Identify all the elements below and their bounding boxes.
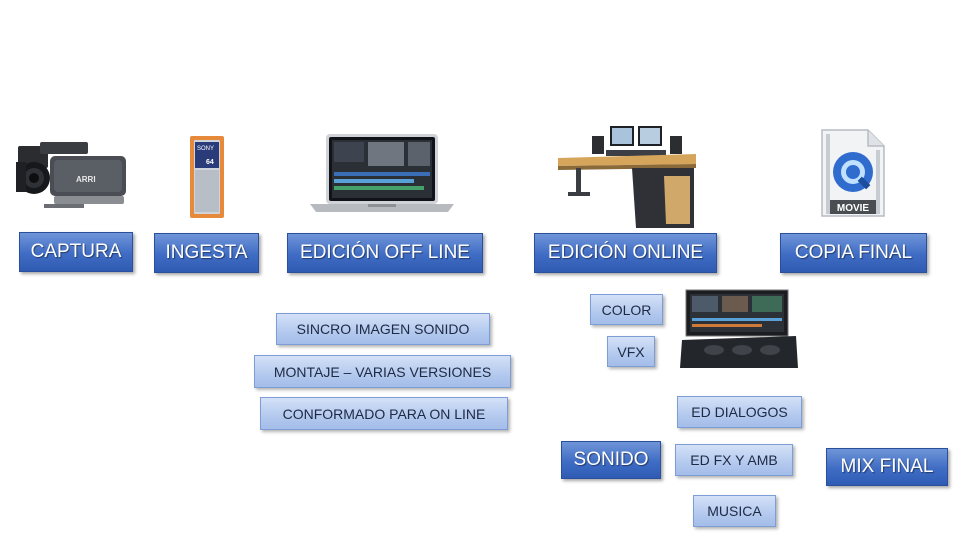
task-mix-final[interactable]: MIX FINAL: [826, 448, 948, 486]
task-ed-dialogos[interactable]: ED DIALOGOS: [677, 396, 802, 428]
card-capacity-label: 64: [206, 159, 214, 166]
laptop-image: [310, 134, 454, 212]
task-conformado-para-on-line[interactable]: CONFORMADO PARA ON LINE: [260, 397, 508, 430]
movie-file-icon: MOVIE: [821, 129, 885, 217]
color-panel-image: [680, 289, 798, 368]
stage-edicion-online[interactable]: EDICIÓN ONLINE: [534, 233, 717, 273]
task-musica[interactable]: MUSICA: [693, 495, 776, 527]
movie-file-label: MOVIE: [837, 203, 870, 214]
stage-edicion-off-line[interactable]: EDICIÓN OFF LINE: [287, 233, 483, 273]
stage-ingesta[interactable]: INGESTA: [154, 233, 259, 273]
camera-image: ARRI: [16, 142, 126, 208]
camera-brand-label: ARRI: [76, 175, 96, 184]
stage-copia-final[interactable]: COPIA FINAL: [780, 233, 927, 273]
task-vfx[interactable]: VFX: [607, 336, 655, 367]
task-montaje-varias-versiones[interactable]: MONTAJE – VARIAS VERSIONES: [254, 355, 511, 388]
card-brand-label: SONY: [197, 146, 214, 152]
memory-card-image: SONY 64: [190, 136, 224, 218]
task-color[interactable]: COLOR: [590, 294, 663, 325]
task-ed-fx-y-amb[interactable]: ED FX Y AMB: [675, 444, 793, 476]
stage-captura[interactable]: CAPTURA: [19, 232, 133, 272]
editing-desk-image: [558, 126, 696, 228]
task-sincro-imagen-sonido[interactable]: SINCRO IMAGEN SONIDO: [276, 313, 490, 345]
task-sonido[interactable]: SONIDO: [561, 441, 661, 479]
